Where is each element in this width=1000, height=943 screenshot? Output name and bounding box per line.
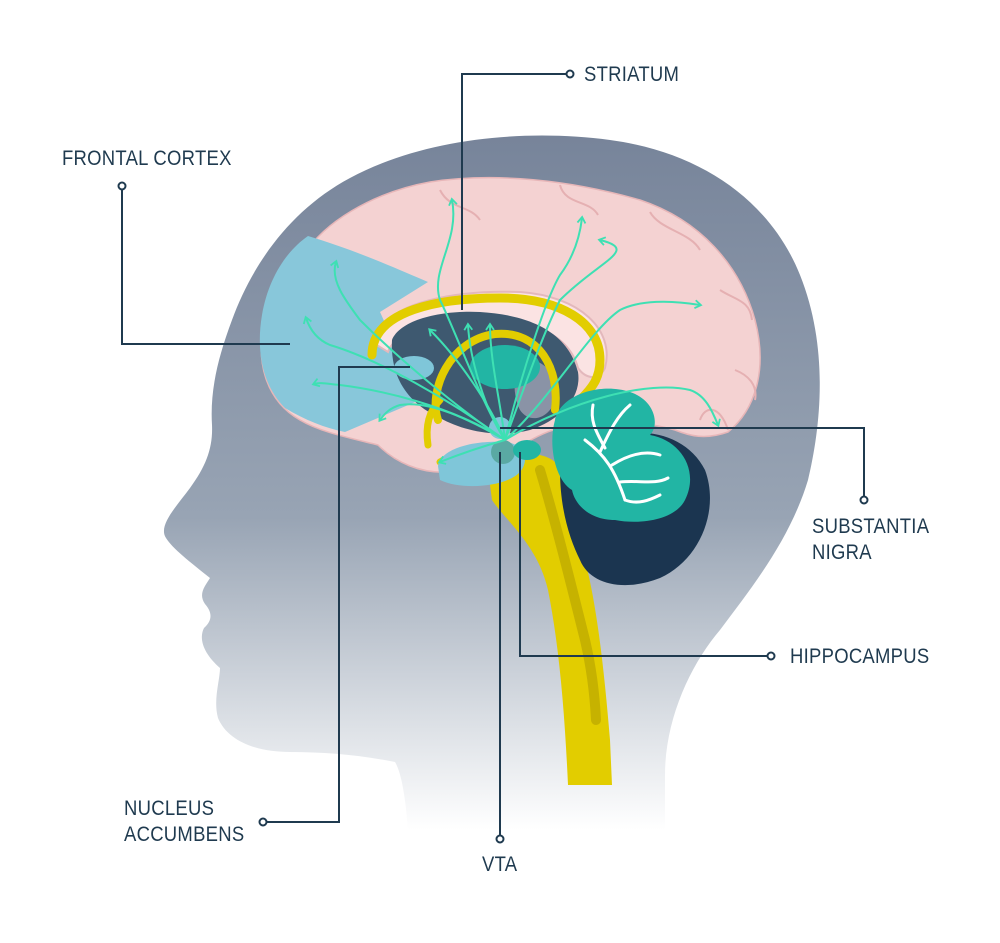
hippocampus-label: HIPPOCAMPUS [790, 645, 930, 668]
frontal-cortex-region [259, 236, 428, 432]
frontal-cortex-marker [117, 181, 127, 191]
leader-end-markers [117, 69, 869, 844]
substantia-nigra-label-line1: SUBSTANTIA [812, 515, 930, 538]
frontal-cortex-label: FRONTAL CORTEX [62, 147, 232, 170]
vta-label: VTA [482, 853, 518, 876]
nucleus-accumbens-marker [258, 817, 268, 827]
striatum-marker [565, 69, 575, 79]
frontal-cortex-leader [121, 187, 290, 345]
projection-arrows [302, 197, 721, 465]
substantia-nigra-label: SUBSTANTIA NIGRA [812, 514, 929, 567]
substantia-nigra-label-line2: NIGRA [812, 541, 872, 565]
nucleus-accumbens-label-line1: NUCLEUS [124, 797, 215, 820]
vta-region [491, 440, 515, 464]
substantia-nigra-marker [859, 495, 869, 505]
nucleus-accumbens-label: NUCLEUS ACCUMBENS [124, 796, 244, 849]
striatum-label: STRIATUM [584, 63, 680, 86]
nucleus-accumbens-label-line2: ACCUMBENS [124, 823, 245, 847]
hippocampus-marker [766, 651, 776, 661]
striatum-leader [461, 73, 566, 310]
brainstem [488, 453, 612, 785]
cortex-folds [439, 184, 757, 431]
cerebellum [552, 388, 691, 522]
nucleus-accumbens-leader [266, 366, 410, 823]
hippocampus-leader [519, 452, 768, 657]
arbor-vitae [583, 403, 670, 504]
hippocampus-node [513, 440, 541, 460]
spinal-channel [535, 465, 601, 725]
substantia-nigra-leader [500, 427, 865, 498]
leader-lines [121, 73, 865, 836]
vta-marker [495, 834, 505, 844]
